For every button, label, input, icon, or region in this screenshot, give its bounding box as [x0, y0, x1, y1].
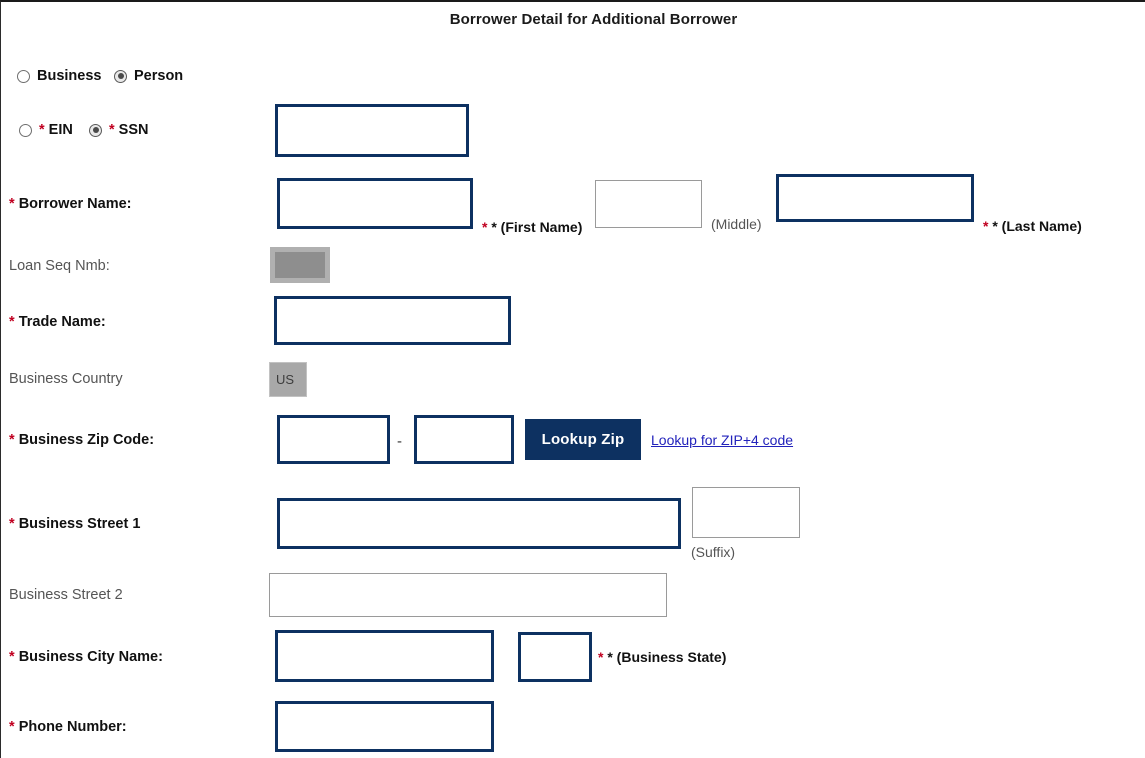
loan-seq-nmb-input [270, 247, 330, 283]
label-borrower-name-text: Borrower Name: [18, 196, 132, 212]
side-label-business-state-text: * (Business State) [607, 649, 727, 665]
radio-label-business: Business [37, 68, 102, 84]
street-suffix-input[interactable] [692, 487, 800, 538]
middle-name-input[interactable] [595, 180, 702, 228]
label-phone-number: * Phone Number: [9, 719, 127, 735]
business-zip4-input[interactable] [414, 415, 514, 464]
label-trade-name: * Trade Name: [9, 314, 106, 330]
label-trade-name-text: Trade Name: [18, 314, 106, 330]
page-title: Borrower Detail for Additional Borrower [449, 11, 738, 28]
label-business-street-1: * Business Street 1 [9, 516, 141, 532]
label-business-country: Business Country [9, 371, 123, 387]
radio-taxid-ssn[interactable]: * SSN [89, 123, 149, 138]
radio-entity-business[interactable]: Business [17, 69, 101, 84]
side-label-last-name-text: * (Last Name) [992, 218, 1082, 234]
phone-number-input[interactable] [275, 701, 494, 752]
side-label-business-state: * * (Business State) [598, 649, 727, 665]
radio-circle-business[interactable] [17, 69, 30, 83]
label-business-zip: * Business Zip Code: [9, 432, 155, 448]
radio-label-ein: * EIN [39, 122, 73, 138]
business-state-input[interactable] [518, 632, 592, 682]
radio-taxid-ein[interactable]: * EIN [19, 123, 73, 138]
business-country-value: US [269, 362, 307, 397]
business-city-input[interactable] [275, 630, 494, 682]
trade-name-input[interactable] [274, 296, 511, 345]
label-business-street-1-text: Business Street 1 [18, 516, 141, 532]
label-business-street-2: Business Street 2 [9, 587, 123, 603]
business-street-1-input[interactable] [277, 498, 681, 549]
side-label-last-name: * * (Last Name) [983, 218, 1082, 234]
first-name-input[interactable] [277, 178, 473, 229]
lookup-zip4-link[interactable]: Lookup for ZIP+4 code [651, 432, 794, 448]
radio-entity-person[interactable]: Person [114, 69, 183, 84]
business-zip5-input[interactable] [277, 415, 390, 464]
label-business-city-text: Business City Name: [18, 649, 163, 665]
zip-separator: - [397, 433, 402, 450]
tax-id-input[interactable] [275, 104, 469, 157]
lookup-zip-button[interactable]: Lookup Zip [525, 419, 641, 460]
side-label-middle-name: (Middle) [711, 216, 762, 232]
label-business-zip-text: Business Zip Code: [18, 432, 155, 448]
side-label-suffix: (Suffix) [691, 544, 736, 560]
radio-label-ssn: * SSN [109, 122, 149, 138]
radio-label-person: Person [134, 68, 184, 84]
business-street-2-input[interactable] [269, 573, 667, 617]
side-label-first-name: * * (First Name) [482, 219, 583, 235]
label-borrower-name: * Borrower Name: [9, 196, 132, 212]
radio-circle-ssn[interactable] [89, 123, 102, 137]
radio-circle-person[interactable] [114, 69, 127, 83]
label-phone-number-text: Phone Number: [18, 719, 127, 735]
label-loan-seq-nmb: Loan Seq Nmb: [9, 258, 110, 274]
last-name-input[interactable] [776, 174, 974, 222]
side-label-first-name-text: * (First Name) [491, 219, 583, 235]
radio-circle-ein[interactable] [19, 123, 32, 137]
label-business-city: * Business City Name: [9, 649, 163, 665]
